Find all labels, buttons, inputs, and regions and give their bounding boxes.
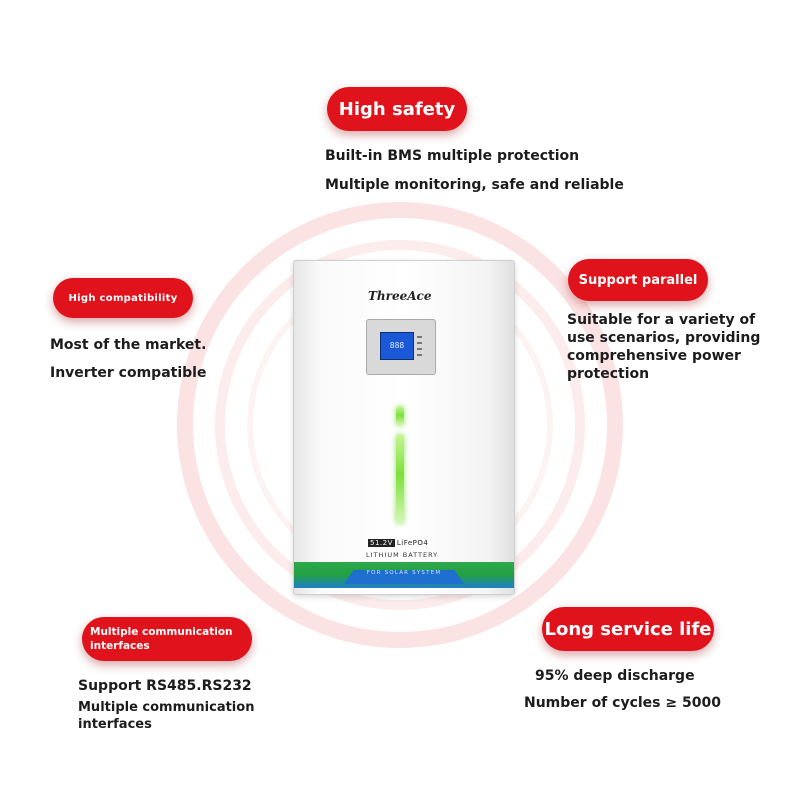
soc-indicator-light: [396, 434, 404, 524]
support-parallel-line-2: use scenarios, providing: [567, 330, 761, 346]
chemistry-label: LiFePO4: [396, 539, 429, 547]
high-compatibility-title: High compatibility: [68, 292, 178, 304]
multiple-communication-line-1: Support RS485.RS232: [78, 678, 252, 694]
long-service-life-badge: Long service life: [542, 607, 714, 651]
multiple-communication-line-2: Multiple communication: [78, 700, 255, 715]
support-parallel-line-4: protection: [567, 366, 650, 382]
high-safety-line-2: Multiple monitoring, safe and reliable: [325, 177, 624, 193]
high-safety-line-1: Built-in BMS multiple protection: [325, 148, 580, 164]
high-compatibility-line-1: Most of the market.: [50, 337, 207, 353]
product-label: LITHIUM BATTERY: [366, 551, 439, 559]
high-safety-badge: High safety: [327, 87, 467, 131]
multiple-communication-title: Multiple communication interfaces: [90, 625, 233, 652]
support-parallel-line-1: Suitable for a variety of: [567, 312, 756, 328]
multiple-communication-badge: Multiple communication interfaces: [82, 617, 252, 661]
support-parallel-line-3: comprehensive power: [567, 348, 741, 364]
long-service-life-line-1: 95% deep discharge: [535, 668, 695, 684]
high-compatibility-badge: High compatibility: [53, 278, 193, 318]
support-parallel-title: Support parallel: [578, 272, 698, 288]
color-band: FOR SOLAR SYSTEM: [294, 562, 514, 588]
multiple-communication-line-3: interfaces: [78, 717, 152, 732]
voltage-label: 51.2V: [368, 539, 395, 547]
lcd-panel: 888: [366, 319, 436, 375]
brand-logo: ThreeAce: [368, 289, 432, 303]
high-compatibility-line-2: Inverter compatible: [50, 365, 207, 381]
high-safety-title: High safety: [338, 98, 456, 120]
long-service-life-line-2: Number of cycles ≥ 5000: [524, 695, 721, 711]
power-indicator-light: [396, 406, 404, 426]
band-text: FOR SOLAR SYSTEM: [366, 570, 442, 576]
long-service-life-title: Long service life: [544, 618, 712, 640]
status-indicators: [417, 332, 429, 360]
support-parallel-badge: Support parallel: [568, 259, 708, 301]
band-blue-strip: [344, 570, 464, 584]
lcd-screen: 888: [380, 332, 414, 360]
